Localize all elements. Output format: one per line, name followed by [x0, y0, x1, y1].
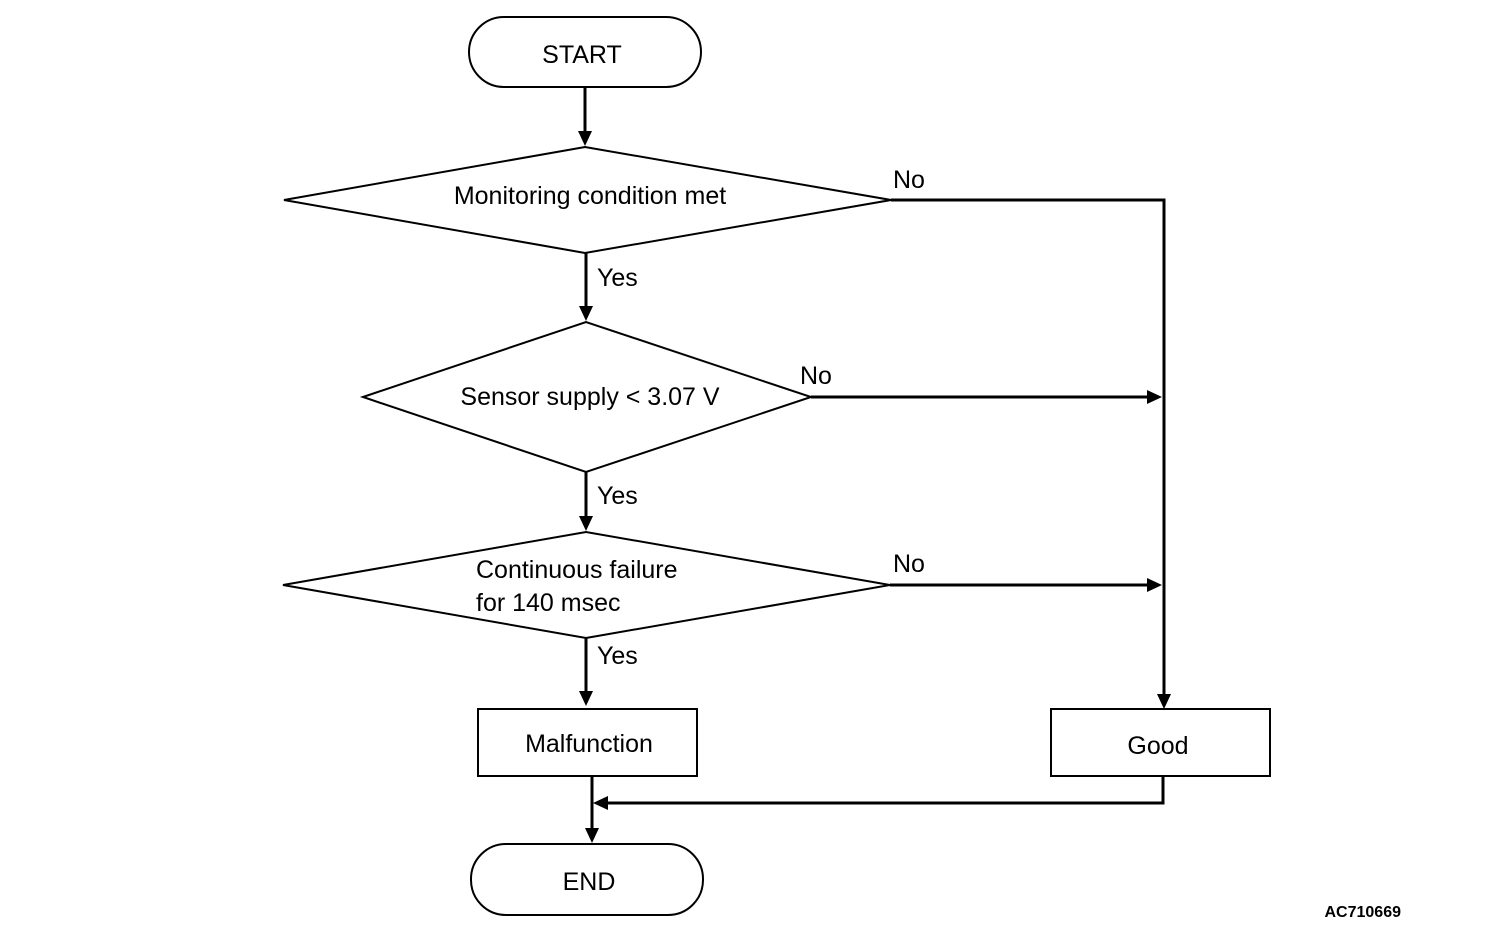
decision3-label-line2: for 140 msec [476, 589, 621, 617]
decision3-label-line1: Continuous failure [476, 556, 678, 584]
figure-code: AC710669 [1325, 904, 1402, 921]
arrowhead [1147, 578, 1162, 592]
decision-continuous-failure [282, 530, 891, 640]
arrowhead [585, 828, 599, 843]
arrowhead [1147, 390, 1162, 404]
malfunction-box [477, 708, 698, 777]
arrowhead [1157, 694, 1171, 709]
good-label: Good [1127, 732, 1188, 760]
end-terminator [470, 843, 704, 916]
no-label-1: No [893, 166, 925, 194]
decision2-label: Sensor supply < 3.07 V [460, 383, 720, 411]
start-label: START [542, 41, 622, 69]
end-label: END [563, 868, 616, 896]
arrowhead [579, 691, 593, 706]
arrowhead [578, 131, 592, 146]
arrowhead [579, 306, 593, 321]
yes-label-1: Yes [597, 264, 638, 292]
connector-no-1 [891, 198, 1166, 697]
no-label-3: No [893, 550, 925, 578]
arrowhead [579, 516, 593, 531]
decision1-label: Monitoring condition met [454, 182, 726, 210]
yes-label-3: Yes [597, 642, 638, 670]
malfunction-label: Malfunction [525, 730, 653, 758]
connector-good-to-merge [606, 776, 1165, 805]
yes-label-2: Yes [597, 482, 638, 510]
no-label-2: No [800, 362, 832, 390]
arrowhead [593, 796, 608, 810]
good-box [1050, 708, 1271, 777]
